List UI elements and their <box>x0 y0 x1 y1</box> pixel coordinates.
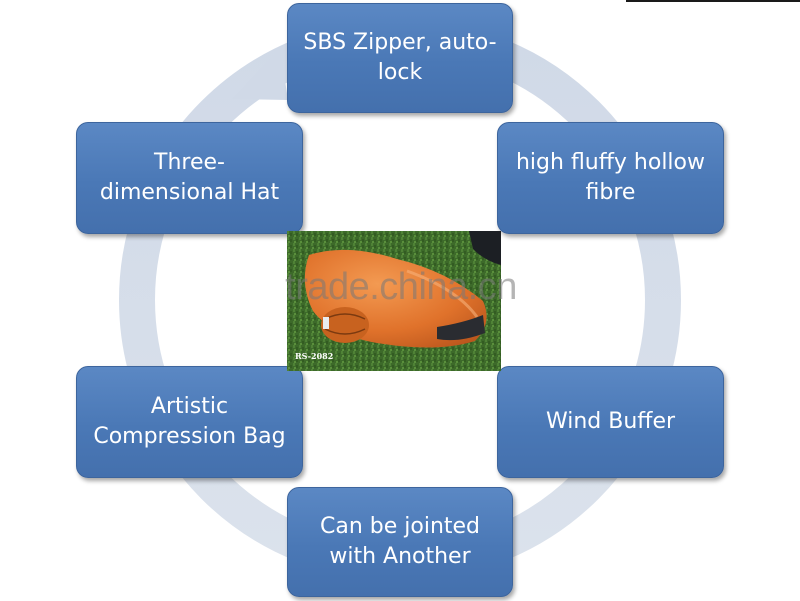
node-jointed-line-2: with Another <box>329 544 471 569</box>
node-compression-bag-line-1: Artistic <box>150 394 229 419</box>
node-sbs-zipper: SBS Zipper, auto- lock <box>287 3 513 113</box>
node-wind-buffer: Wind Buffer <box>497 366 724 478</box>
photo-model-caption: RS-2082 <box>295 351 334 361</box>
node-hat: Three- dimensional Hat <box>76 122 303 234</box>
top-rule <box>626 0 800 2</box>
node-sbs-zipper-line-2: lock <box>377 60 423 85</box>
node-jointed-line-1: Can be jointed <box>319 514 481 539</box>
node-hollow-fibre: high fluffy hollow fibre <box>497 122 724 234</box>
node-sbs-zipper-line-1: SBS Zipper, auto- <box>303 30 497 55</box>
node-hollow-fibre-line-1: high fluffy hollow <box>515 150 705 175</box>
sleeping-bag-illustration <box>287 231 501 371</box>
node-hollow-fibre-line-2: fibre <box>585 180 636 205</box>
node-wind-buffer-line-1: Wind Buffer <box>545 409 676 434</box>
node-jointed: Can be jointed with Another <box>287 487 513 597</box>
cycle-arrow-head <box>232 48 288 100</box>
product-photo: RS-2082 <box>287 231 501 371</box>
node-hat-line-1: Three- <box>154 150 225 175</box>
node-compression-bag-line-2: Compression Bag <box>93 424 286 449</box>
node-compression-bag: Artistic Compression Bag <box>76 366 303 478</box>
node-hat-line-2: dimensional Hat <box>99 180 280 205</box>
